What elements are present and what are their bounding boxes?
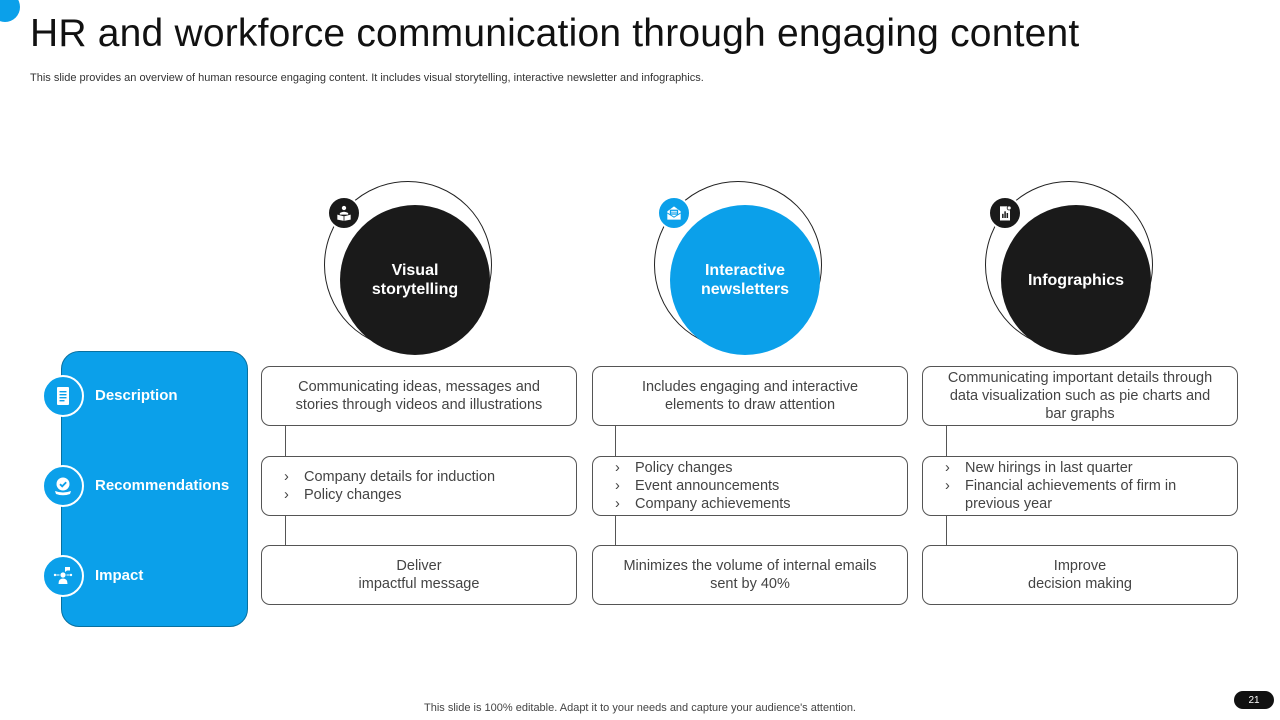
slide-subtitle: This slide provides an overview of human… [30, 72, 704, 84]
newsletter-icon [657, 196, 691, 230]
connector-line [615, 515, 616, 545]
list-item: Event announcements [615, 477, 791, 495]
corner-accent-dot [0, 0, 20, 22]
description-text: Communicating ideas, messages and [298, 379, 540, 395]
impact-text: sent by 40% [710, 576, 790, 592]
impact-box-interactive-newsletters: Minimizes the volume of internal emails s… [592, 545, 908, 605]
description-text: Includes engaging and interactive [641, 379, 859, 395]
connector-line [946, 426, 947, 456]
impact-box-visual-storytelling: Deliver impactful message [261, 545, 577, 605]
row-labels-panel [61, 351, 248, 627]
footer-note: This slide is 100% editable. Adapt it to… [424, 702, 856, 714]
description-text: Communicating important details through [947, 370, 1213, 386]
list-item: Policy changes [615, 459, 791, 477]
description-box-interactive-newsletters: Includes engaging and interactive element… [592, 366, 908, 426]
list-item: New hirings in last quarter [945, 459, 1195, 477]
visual-storytelling-title-line2: storytelling [371, 281, 459, 298]
infographics-title-line1: Infographics [1027, 271, 1124, 289]
impact-box-infographics: Improve decision making [922, 545, 1238, 605]
idea-person-icon [42, 555, 84, 597]
badge-check-icon [42, 465, 84, 507]
description-text: bar graphs [1045, 406, 1115, 422]
visual-storytelling-circle: Visual storytelling [340, 205, 490, 355]
interactive-newsletters-circle: Interactive newsletters [670, 205, 820, 355]
connector-line [285, 426, 286, 456]
infographics-circle: Infographics [1001, 205, 1151, 355]
list-item: Company achievements [615, 495, 791, 513]
impact-text: Minimizes the volume of internal emails [623, 558, 877, 574]
interactive-newsletters-title-line1: Interactive [704, 262, 786, 279]
row-label-impact: Impact [95, 567, 144, 584]
recommendations-box-visual-storytelling: Company details for induction Policy cha… [261, 456, 577, 516]
visual-storytelling-title-line1: Visual [391, 262, 439, 279]
description-box-visual-storytelling: Communicating ideas, messages and stories… [261, 366, 577, 426]
impact-text: decision making [1028, 576, 1132, 592]
list-item: Policy changes [284, 486, 495, 504]
description-text: data visualization such as pie charts an… [949, 388, 1211, 404]
description-text: stories through videos and illustrations [295, 397, 543, 413]
list-item: Financial achievements of firm in previo… [945, 477, 1195, 513]
report-chart-icon [988, 196, 1022, 230]
row-label-recommendations: Recommendations [95, 477, 230, 494]
interactive-newsletters-title-line2: newsletters [700, 281, 790, 298]
description-text: elements to draw attention [664, 397, 836, 413]
connector-line [946, 515, 947, 545]
list-item: Company details for induction [284, 468, 495, 486]
description-box-infographics: Communicating important details through d… [922, 366, 1238, 426]
connector-line [615, 426, 616, 456]
readers-icon [327, 196, 361, 230]
impact-text: Improve [1053, 558, 1107, 574]
impact-text: impactful message [358, 576, 480, 592]
connector-line [285, 515, 286, 545]
document-icon [42, 375, 84, 417]
impact-text: Deliver [396, 558, 442, 574]
recommendations-box-interactive-newsletters: Policy changes Event announcements Compa… [592, 456, 908, 516]
page-number-badge: 21 [1234, 691, 1274, 709]
slide-title: HR and workforce communication through e… [30, 12, 1080, 55]
recommendations-box-infographics: New hirings in last quarter Financial ac… [922, 456, 1238, 516]
row-label-description: Description [95, 387, 178, 404]
